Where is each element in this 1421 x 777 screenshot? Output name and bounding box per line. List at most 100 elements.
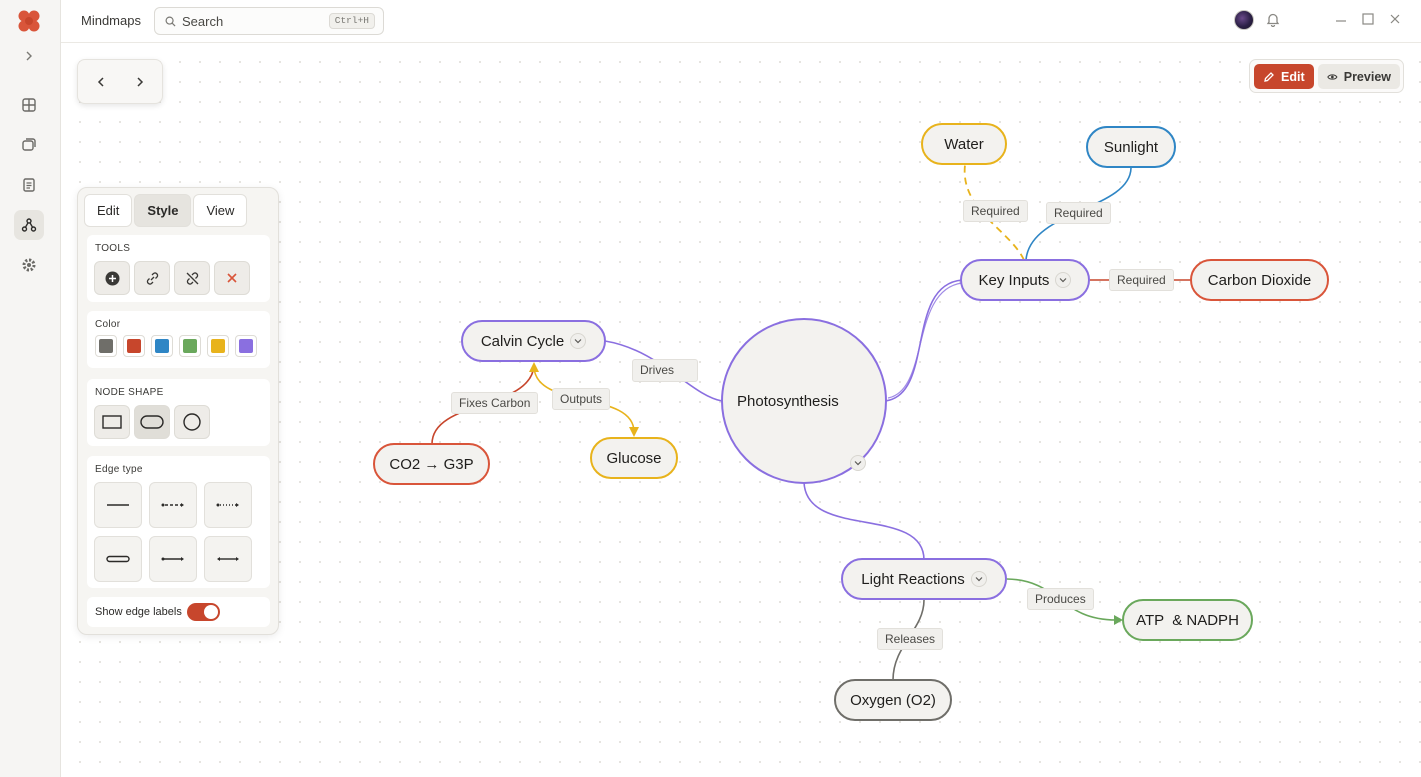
thick-line-icon [106, 555, 130, 563]
show-edge-labels-toggle[interactable] [187, 603, 220, 621]
style-panel: Edit Style View TOOLS Color NODE SHAPE [77, 187, 279, 635]
edge-label-produces[interactable]: Produces [1027, 588, 1094, 610]
node-photosynthesis[interactable]: Photosynthesis [721, 318, 887, 484]
bell-icon[interactable] [1266, 12, 1280, 27]
node-water[interactable]: Water [921, 123, 1007, 165]
shape-circle-button[interactable] [174, 405, 210, 439]
edge-label-fixes-carbon[interactable]: Fixes Carbon [451, 392, 539, 414]
node-shape-label: NODE SHAPE [95, 387, 164, 398]
color-swatch-red[interactable] [123, 335, 145, 357]
add-node-button[interactable] [94, 261, 130, 295]
edge-label-required-co2[interactable]: Required [1109, 269, 1174, 291]
edge-label-required-water[interactable]: Required [963, 200, 1028, 222]
color-label: Color [95, 319, 121, 330]
history-nav [77, 59, 163, 104]
back-button[interactable] [86, 68, 116, 96]
rail-settings-button[interactable] [14, 250, 44, 280]
chevron-down-icon [1060, 278, 1067, 283]
collapse-light-reactions-button[interactable] [970, 571, 987, 587]
edge-dotted-button[interactable] [204, 482, 252, 528]
collapse-photosynthesis-button[interactable] [850, 455, 866, 471]
edge-label-outputs[interactable]: Outputs [552, 388, 611, 410]
search-shortcut: Ctrl+H [328, 13, 375, 29]
shape-pill-button[interactable] [134, 405, 170, 439]
left-rail [0, 0, 61, 777]
edit-mode-button[interactable]: Edit [1254, 64, 1314, 89]
tab-view[interactable]: View [193, 194, 248, 227]
node-carbon-dioxide[interactable]: Carbon Dioxide [1190, 259, 1329, 301]
tools-label: TOOLS [95, 243, 131, 254]
edge-arrow-button[interactable] [149, 536, 197, 582]
color-swatch-blue[interactable] [151, 335, 173, 357]
close-icon[interactable] [1389, 13, 1401, 25]
document-icon [23, 178, 35, 192]
node-light-reactions[interactable]: Light Reactions [841, 558, 1007, 600]
node-atp-nadph[interactable]: ATP & NADPH [1122, 599, 1253, 641]
rail-notes-button[interactable] [14, 170, 44, 200]
collapse-calvin-cycle-button[interactable] [570, 333, 587, 349]
search-icon [165, 16, 176, 27]
delete-button[interactable] [214, 261, 250, 295]
minimize-icon[interactable] [1335, 15, 1347, 27]
search-input[interactable] [182, 12, 322, 31]
preview-mode-button[interactable]: Preview [1318, 64, 1400, 89]
solid-line-icon [107, 504, 129, 506]
edge-thick-button[interactable] [94, 536, 142, 582]
expand-sidebar-button[interactable] [14, 41, 44, 71]
node-label: Glucose [606, 449, 662, 467]
collapse-key-inputs-button[interactable] [1055, 272, 1072, 288]
top-bar: Mindmaps Ctrl+H [61, 0, 1421, 43]
node-label: CO2 → G3P [389, 455, 474, 473]
app-logo-icon [18, 10, 40, 32]
chevron-down-icon [854, 461, 862, 466]
rail-dashboard-button[interactable] [14, 90, 44, 120]
color-swatch-green[interactable] [179, 335, 201, 357]
edge-label-required-sunlight[interactable]: Required [1046, 202, 1111, 224]
link-button[interactable] [134, 261, 170, 295]
node-label: ATP & NADPH [1136, 611, 1239, 629]
forward-button[interactable] [125, 68, 155, 96]
unlink-button[interactable] [174, 261, 210, 295]
eye-icon [1327, 73, 1338, 80]
node-label: Oxygen (O2) [850, 691, 936, 709]
rail-mindmaps-button[interactable] [14, 210, 44, 240]
arrow-line-icon [161, 557, 184, 561]
chevron-down-icon [975, 577, 983, 582]
rail-cards-button[interactable] [14, 129, 44, 159]
edge-double-arrow-button[interactable] [204, 536, 252, 582]
pill-icon [140, 415, 164, 429]
search-box[interactable]: Ctrl+H [154, 7, 384, 35]
preview-mode-label: Preview [1343, 69, 1391, 84]
node-oxygen[interactable]: Oxygen (O2) [834, 679, 952, 721]
node-label: Calvin Cycle [480, 332, 565, 350]
plus-circle-icon [105, 271, 119, 285]
color-swatch-yellow[interactable] [207, 335, 229, 357]
x-icon [227, 273, 237, 283]
maximize-icon[interactable] [1362, 13, 1374, 25]
edge-dashed-button[interactable] [149, 482, 197, 528]
color-swatch-purple[interactable] [235, 335, 257, 357]
color-swatch-gray[interactable] [95, 335, 117, 357]
chevron-down-icon [574, 339, 582, 344]
edge-solid-button[interactable] [94, 482, 142, 528]
shape-rectangle-button[interactable] [94, 405, 130, 439]
stack-icon [22, 138, 36, 151]
mode-toggle: Edit Preview [1249, 59, 1404, 93]
node-label: Photosynthesis [737, 392, 839, 410]
tab-edit[interactable]: Edit [84, 194, 133, 227]
node-glucose[interactable]: Glucose [590, 437, 678, 479]
edge-type-section: Edge type [87, 456, 270, 588]
grid-icon [22, 98, 36, 112]
pencil-icon [1264, 71, 1274, 82]
edge-label-drives[interactable]: Drives [632, 359, 698, 382]
node-key-inputs[interactable]: Key Inputs [960, 259, 1090, 301]
tools-section: TOOLS [87, 235, 270, 302]
node-calvin-cycle[interactable]: Calvin Cycle [461, 320, 606, 362]
node-co2-g3p[interactable]: CO2 → G3P [373, 443, 490, 485]
chevron-left-icon [97, 77, 104, 87]
edge-label-releases[interactable]: Releases [877, 628, 944, 650]
tab-style[interactable]: Style [134, 194, 192, 227]
node-sunlight[interactable]: Sunlight [1086, 126, 1176, 168]
app-title: Mindmaps [81, 13, 141, 28]
avatar[interactable] [1234, 10, 1254, 30]
